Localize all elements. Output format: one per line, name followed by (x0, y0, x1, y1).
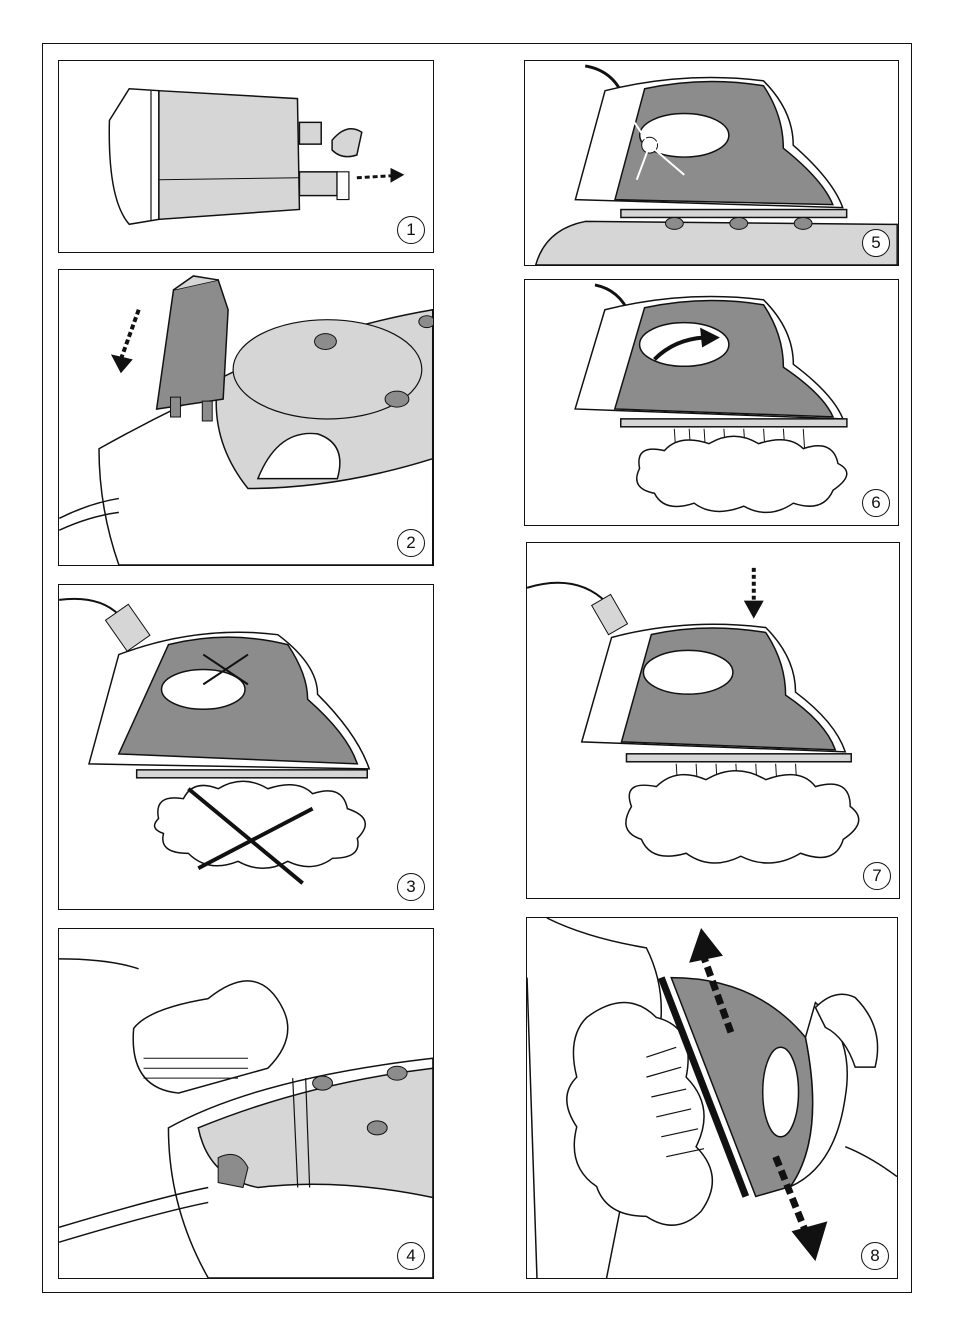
panel-8: 8 (526, 917, 898, 1279)
step-number: 6 (862, 489, 890, 517)
vertical-steam-illustration (527, 918, 897, 1278)
panel-6: 6 (524, 279, 899, 526)
step-number: 2 (397, 529, 425, 557)
panel-7: 7 (526, 542, 900, 899)
panel-4: 4 (58, 928, 434, 1279)
insert-cartridge-illustration (59, 270, 433, 565)
step-number: 5 (862, 229, 890, 257)
filter-cartridge-illustration (59, 61, 433, 252)
panel-1: 1 (58, 60, 434, 253)
step-number: 3 (397, 873, 425, 901)
steam-dial-illustration (525, 280, 898, 525)
step-number: 4 (397, 1242, 425, 1270)
no-steam-illustration (59, 585, 433, 909)
panel-3: 3 (58, 584, 434, 910)
step-number: 1 (397, 216, 425, 244)
fill-water-illustration (59, 929, 433, 1278)
steam-shot-illustration (527, 543, 899, 898)
step-number: 7 (863, 862, 891, 890)
panel-5: 5 (524, 60, 899, 266)
step-number: 8 (861, 1242, 889, 1270)
ready-light-illustration (525, 61, 898, 265)
panel-2: 2 (58, 269, 434, 566)
